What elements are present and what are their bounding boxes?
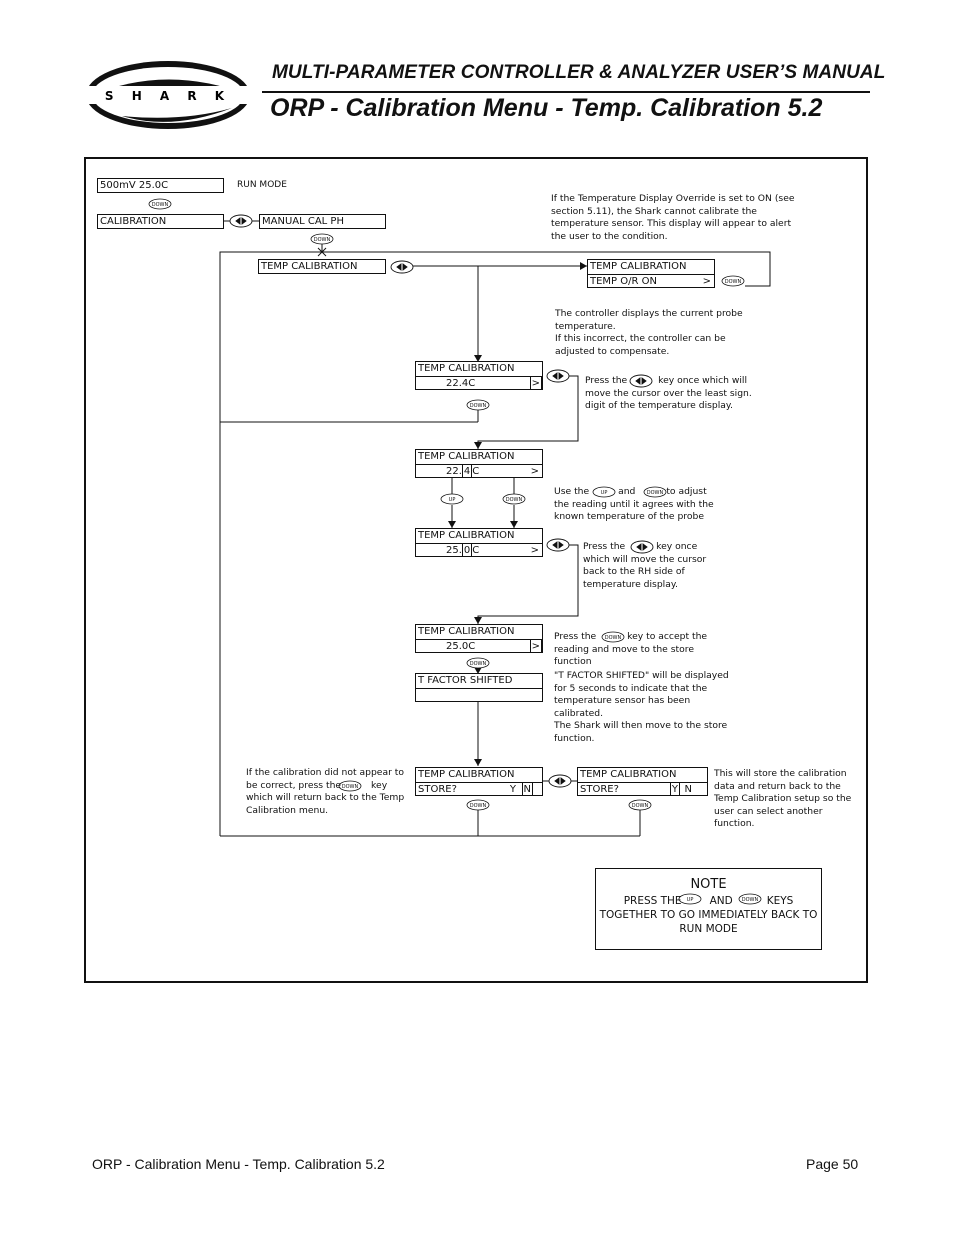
display-manual-cal: MANUAL CAL PH bbox=[259, 214, 386, 229]
down-key-icon: DOWN bbox=[601, 631, 625, 643]
display-calibration: CALIBRATION bbox=[97, 214, 224, 229]
page-title: ORP - Calibration Menu - Temp. Calibrati… bbox=[270, 94, 823, 122]
down-key-icon: DOWN bbox=[643, 486, 667, 498]
shifted-note: "T FACTOR SHIFTED" will be displayed for… bbox=[554, 670, 729, 744]
display-t-factor-shifted: T FACTOR SHIFTED bbox=[415, 673, 543, 702]
down-key-icon: DOWN bbox=[466, 799, 490, 811]
down-key-icon: DOWN bbox=[338, 780, 362, 792]
display-line: TEMP CALIBRATION bbox=[418, 626, 515, 637]
flow-connectors bbox=[219, 220, 771, 837]
display-line: TEMP CALIBRATION bbox=[590, 261, 687, 272]
branch-icon bbox=[317, 247, 327, 257]
left-right-key-icon bbox=[548, 774, 572, 788]
cursor-least-note: Press the key once which will move the c… bbox=[585, 375, 752, 411]
cursor-rh-note: Press the key once which will move the c… bbox=[583, 541, 707, 590]
key-icons: DOWN DOWN DOWN DOWN UP DOWN UP DOWN DOWN… bbox=[148, 198, 762, 905]
note-title: NOTE bbox=[690, 877, 727, 892]
down-key-icon: DOWN bbox=[721, 275, 745, 287]
display-line: 25.0C> bbox=[416, 639, 542, 654]
display-override: TEMP CALIBRATION TEMP O/R ON> bbox=[587, 259, 715, 288]
display-run-mode: 500mV 25.0C bbox=[97, 178, 224, 193]
display-line: CALIBRATION bbox=[100, 216, 167, 227]
left-right-key-icon bbox=[229, 214, 253, 228]
display-line: 22.4C> bbox=[416, 376, 542, 391]
left-right-key-icon bbox=[546, 538, 570, 552]
display-line: MANUAL CAL PH bbox=[262, 216, 344, 227]
left-right-key-icon bbox=[390, 260, 414, 274]
page-number: Page 50 bbox=[806, 1156, 859, 1172]
adjust-note: Use the and to adjust the reading until … bbox=[554, 486, 714, 522]
display-line: 500mV 25.0C bbox=[100, 180, 169, 191]
footer-title: ORP - Calibration Menu - Temp. Calibrati… bbox=[92, 1156, 385, 1172]
svg-text:DOWN: DOWN bbox=[342, 784, 359, 790]
display-temp-cal-menu: TEMP CALIBRATION bbox=[258, 259, 386, 274]
down-key-icon: DOWN bbox=[738, 893, 762, 905]
display-line: T FACTOR SHIFTED bbox=[418, 675, 513, 686]
down-key-icon: DOWN bbox=[148, 198, 172, 210]
display-temp-accept: TEMP CALIBRATION 25.0C> bbox=[415, 624, 543, 653]
current-temp-note: The controller displays the current prob… bbox=[555, 308, 743, 357]
down-key-icon: DOWN bbox=[310, 233, 334, 245]
display-line: TEMP O/R ON> bbox=[588, 274, 714, 289]
down-key-icon: DOWN bbox=[466, 399, 490, 411]
svg-text:DOWN: DOWN bbox=[470, 661, 487, 667]
display-line: TEMP CALIBRATION bbox=[580, 769, 677, 780]
shark-logo: S H A R K bbox=[86, 61, 252, 129]
svg-text:DOWN: DOWN bbox=[470, 803, 487, 809]
accept-note: Press the key to accept the reading and … bbox=[554, 631, 708, 667]
left-right-key-icon bbox=[546, 369, 570, 383]
down-key-icon: DOWN bbox=[466, 657, 490, 669]
logo-text: S H A R K bbox=[105, 89, 231, 103]
svg-text:UP: UP bbox=[449, 497, 456, 503]
override-note: If the Temperature Display Override is s… bbox=[551, 193, 795, 242]
svg-text:DOWN: DOWN bbox=[742, 897, 759, 903]
header-rule bbox=[262, 91, 870, 93]
svg-text:UP: UP bbox=[601, 490, 608, 496]
svg-text:DOWN: DOWN bbox=[647, 490, 664, 496]
store-note: This will store the calibration data and… bbox=[714, 768, 852, 829]
display-temp-current: TEMP CALIBRATION 22.4C> bbox=[415, 361, 543, 390]
not-correct-note: If the calibration did not appear to be … bbox=[246, 767, 405, 816]
left-right-key-icon bbox=[629, 374, 653, 388]
svg-text:DOWN: DOWN bbox=[152, 202, 169, 208]
display-line: TEMP CALIBRATION bbox=[418, 530, 515, 541]
svg-text:DOWN: DOWN bbox=[725, 279, 742, 285]
svg-text:UP: UP bbox=[687, 897, 694, 903]
diagram-frame bbox=[84, 157, 868, 983]
display-line bbox=[416, 688, 542, 703]
up-key-icon: UP bbox=[678, 893, 702, 905]
display-line: TEMP CALIBRATION bbox=[418, 451, 515, 462]
svg-text:DOWN: DOWN bbox=[506, 497, 523, 503]
manual-title: MULTI-PARAMETER CONTROLLER & ANALYZER US… bbox=[272, 62, 886, 83]
note-line: TOGETHER TO GO IMMEDIATELY BACK TO bbox=[599, 909, 818, 921]
left-right-key-icon bbox=[630, 540, 654, 554]
display-line: TEMP CALIBRATION bbox=[261, 261, 358, 272]
down-key-icon: DOWN bbox=[628, 799, 652, 811]
up-key-icon: UP bbox=[592, 486, 616, 498]
svg-text:DOWN: DOWN bbox=[632, 803, 649, 809]
down-key-icon: DOWN bbox=[502, 493, 526, 505]
up-key-icon: UP bbox=[440, 493, 464, 505]
display-line: TEMP CALIBRATION bbox=[418, 769, 515, 780]
svg-text:DOWN: DOWN bbox=[470, 403, 487, 409]
display-line: TEMP CALIBRATION bbox=[418, 363, 515, 374]
run-mode-label: RUN MODE bbox=[237, 180, 287, 190]
svg-text:DOWN: DOWN bbox=[605, 635, 622, 641]
note-line: RUN MODE bbox=[679, 923, 738, 935]
svg-text:DOWN: DOWN bbox=[314, 237, 331, 243]
